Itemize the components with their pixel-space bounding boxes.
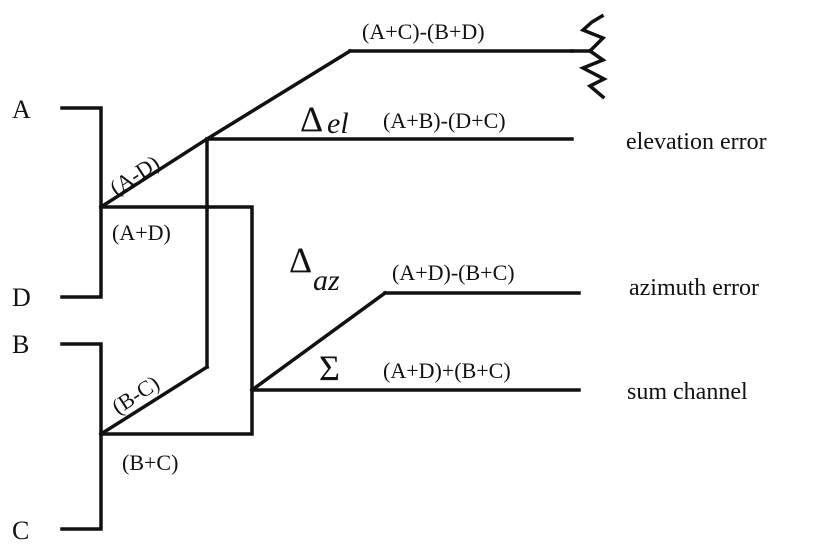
- terminated-output-formula: (A+C)-(B+D): [362, 19, 485, 44]
- sum-symbol: Σ: [319, 348, 340, 388]
- input-label-a: A: [12, 95, 31, 124]
- input-label-b: B: [12, 330, 29, 359]
- elevation-delta-symbol: Δ: [300, 99, 323, 139]
- elevation-delta-subscript: el: [327, 107, 349, 140]
- elevation-formula: (A+B)-(D+C): [383, 108, 506, 133]
- ad-difference-path: [98, 136, 210, 210]
- azimuth-delta-subscript: az: [313, 264, 340, 297]
- ad-input-bracket: [60, 106, 103, 299]
- label-a-minus-d: (A-D): [105, 150, 164, 200]
- label-a-plus-d: (A+D): [112, 220, 171, 245]
- azimuth-error-label: azimuth error: [629, 275, 759, 301]
- resistor-termination-icon: [570, 13, 608, 100]
- sum-channel-label: sum channel: [627, 379, 748, 405]
- upper-hybrid: [204, 48, 574, 369]
- lower-hybrid: [249, 290, 581, 393]
- bc-difference-path: [98, 364, 210, 437]
- ad-sum-path: [99, 205, 254, 436]
- sum-formula: (A+D)+(B+C): [383, 358, 511, 383]
- label-b-plus-c: (B+C): [122, 450, 178, 475]
- azimuth-delta-symbol: Δ: [289, 240, 312, 280]
- bc-input-bracket: [60, 342, 103, 531]
- input-label-c: C: [12, 516, 29, 545]
- elevation-error-label: elevation error: [626, 129, 767, 155]
- azimuth-formula: (A+D)-(B+C): [392, 260, 515, 285]
- input-label-d: D: [12, 283, 31, 312]
